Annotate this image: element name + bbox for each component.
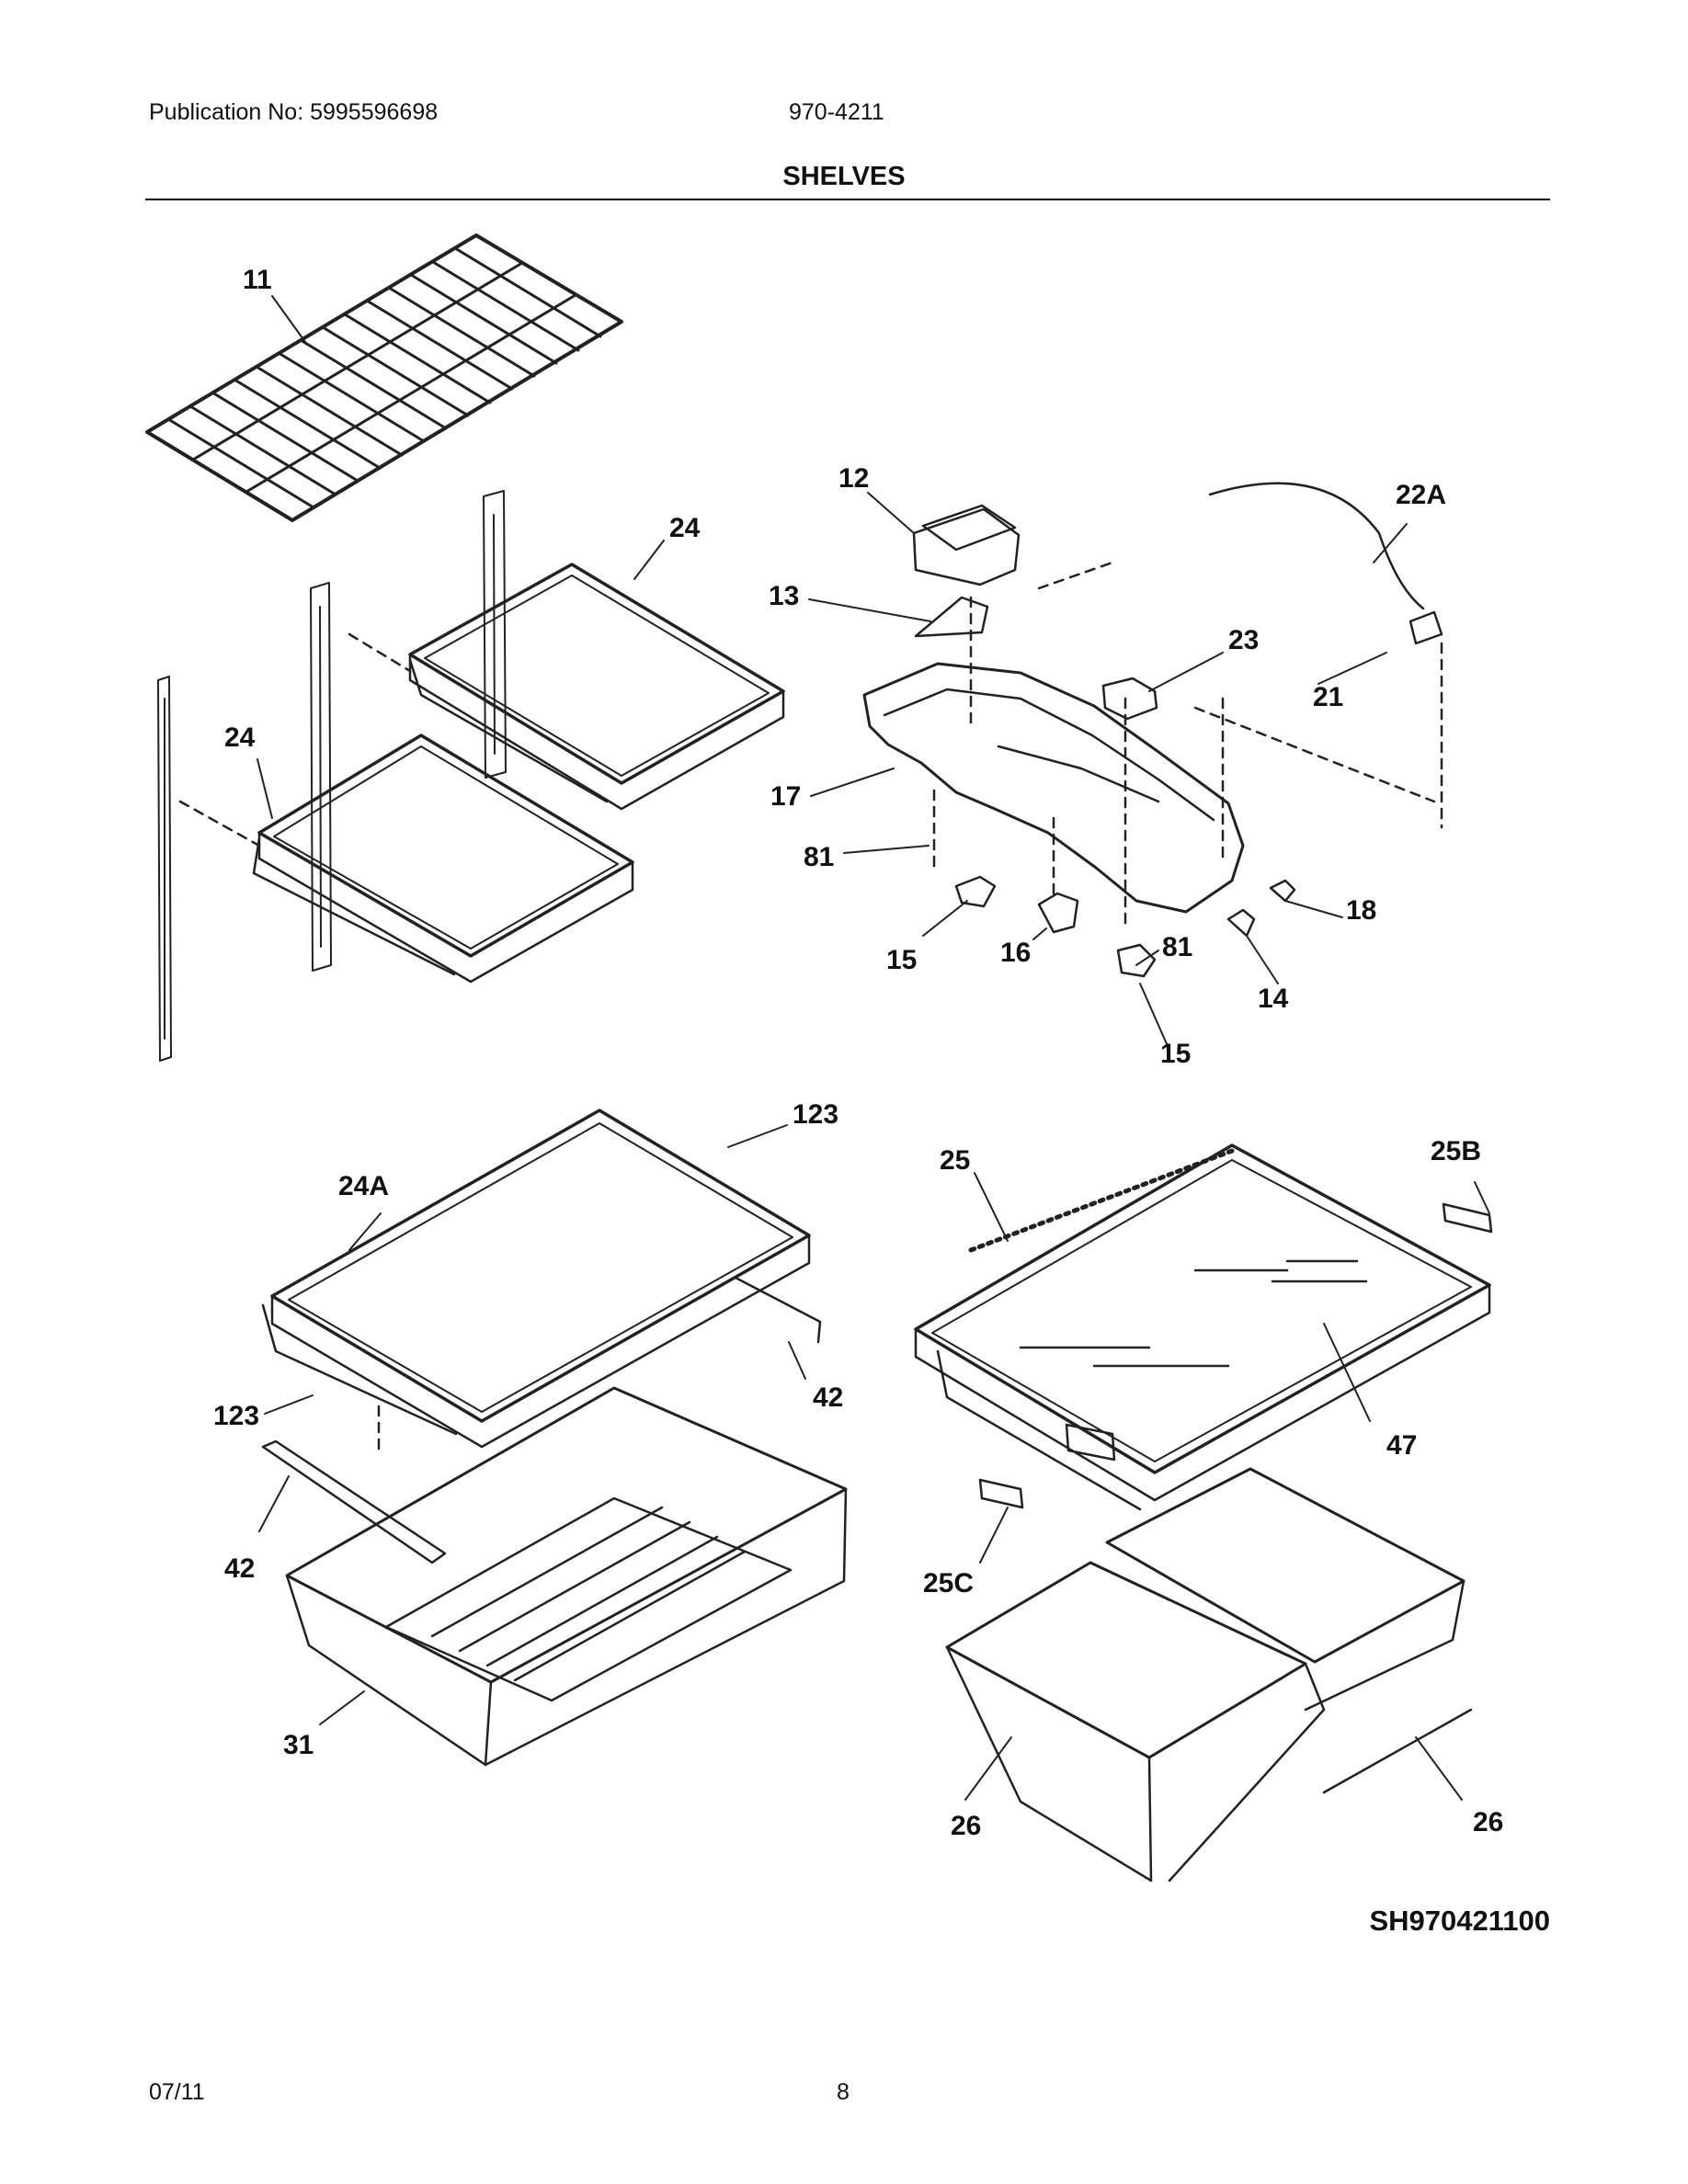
callout-81-right: 81: [1162, 932, 1192, 962]
callout-81-left: 81: [804, 842, 834, 872]
callout-16: 16: [1000, 938, 1031, 968]
callout-47: 47: [1386, 1430, 1417, 1461]
callout-17: 17: [770, 781, 801, 812]
figure-code: SH970421100: [1369, 1905, 1550, 1937]
callout-15-left: 15: [886, 945, 917, 975]
callout-12: 12: [838, 463, 869, 494]
footer-date: 07/11: [149, 2079, 205, 2105]
callout-25: 25: [940, 1145, 970, 1176]
header-rule: [145, 199, 1550, 200]
callout-123-top: 123: [793, 1099, 838, 1130]
page-title: SHELVES: [782, 162, 906, 191]
callout-123-left: 123: [213, 1401, 259, 1431]
callout-13: 13: [769, 581, 799, 611]
callout-23: 23: [1228, 625, 1259, 655]
callout-22a: 22A: [1396, 480, 1446, 510]
crisper-cover: [914, 1143, 1493, 1511]
crisper-drawers: [945, 1467, 1473, 1883]
callout-18: 18: [1346, 895, 1376, 926]
callout-24-top: 24: [669, 513, 701, 543]
callout-42-right: 42: [813, 1382, 843, 1413]
shelf-rails: [157, 490, 507, 1062]
callout-21: 21: [1313, 682, 1343, 712]
callout-26-right: 26: [1473, 1807, 1503, 1837]
glass-shelf-upper: [348, 563, 785, 811]
callout-25c: 25C: [923, 1568, 974, 1598]
leader-lines: [257, 295, 1490, 1801]
callout-11: 11: [243, 265, 272, 295]
callout-42-left: 42: [224, 1553, 255, 1584]
publication-number: Publication No: 5995596698: [149, 99, 439, 125]
callout-24a: 24A: [338, 1171, 389, 1201]
wire-shelf: [145, 233, 623, 522]
callout-26-left: 26: [951, 1811, 981, 1841]
light-housing-assembly: [862, 482, 1443, 978]
crisper-pan: [285, 1386, 848, 1767]
callout-31: 31: [283, 1730, 314, 1760]
callout-15-right: 15: [1160, 1039, 1191, 1069]
model-number: 970-4211: [789, 99, 884, 125]
page-number: 8: [837, 2079, 850, 2105]
callout-24-mid: 24: [224, 722, 256, 753]
callout-25b: 25B: [1431, 1136, 1481, 1166]
glass-shelf-lower: [178, 734, 634, 984]
callout-14: 14: [1258, 984, 1289, 1014]
callout-labels: 11 12 22A 24 13 23 21 24 17 81 18 15 16 …: [213, 265, 1503, 1841]
